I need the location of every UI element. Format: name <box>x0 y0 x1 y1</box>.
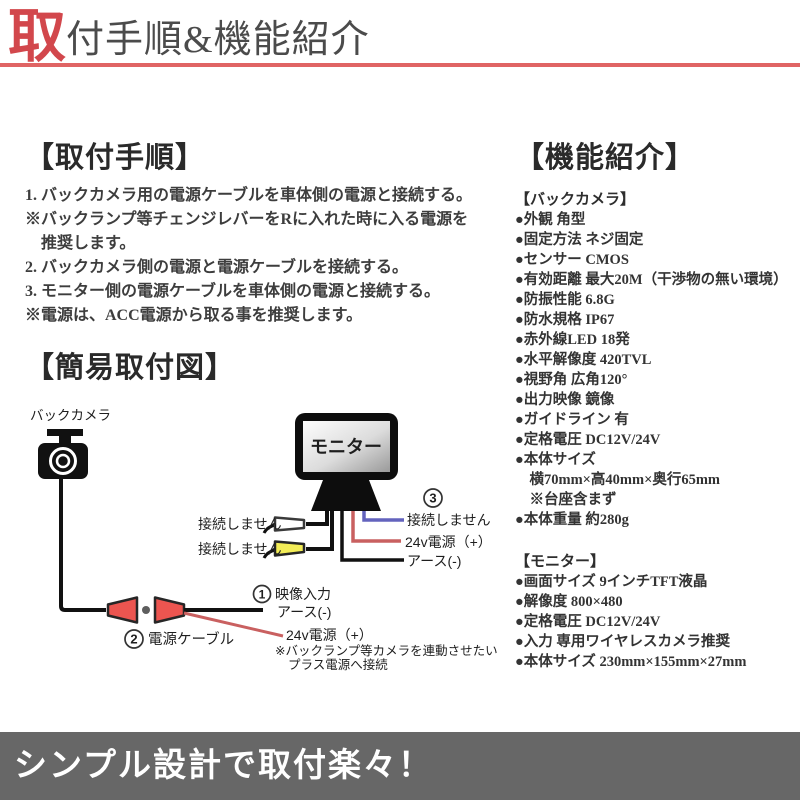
list-item: ●解像度 800×480 <box>515 594 623 610</box>
list-item: ●画面サイズ 9インチTFT液晶 <box>515 574 708 590</box>
list-item: ●防水規格 IP67 <box>515 312 615 328</box>
list-item: ●入力 専用ワイヤレスカメラ推奨 <box>515 634 730 650</box>
rca-joint-dot <box>142 606 150 614</box>
bottom-note-line1: ※バックランプ等カメラを連動させたい <box>275 643 498 658</box>
monitor-spec-list: ●画面サイズ 9インチTFT液晶 ●解像度 800×480 ●定格電圧 DC12V/… <box>515 572 800 672</box>
page-title: 付手順&機能紹介 <box>66 19 370 61</box>
svg-text:1: 1 <box>259 588 266 602</box>
yellow-connector-wire <box>306 511 334 551</box>
install-steps-heading: 【取付手順】 <box>25 142 206 174</box>
list-item: ●センサー CMOS <box>515 252 629 268</box>
bottom-power-label: 24v電源（+） <box>286 627 373 643</box>
list-item: ●本体サイズ 230mm×155mm×27mm <box>515 654 747 670</box>
white-connector-tail <box>262 523 276 534</box>
list-item: 3. モニター側の電源ケーブルを車体側の電源と接続する。 <box>25 283 441 300</box>
list-item: 横70mm×高40mm×奥行65mm <box>515 472 720 488</box>
list-item: 2. バックカメラ側の電源と電源ケーブルを接続する。 <box>25 259 409 276</box>
video-input-label: 映像入力 <box>275 586 331 602</box>
page-header: 取 付手順&機能紹介 <box>0 0 800 67</box>
features-heading: 【機能紹介】 <box>515 142 696 174</box>
wire-blue <box>362 511 404 522</box>
rca-connector-left <box>106 596 139 624</box>
rca-connector-right <box>153 596 186 624</box>
power-cable-label: 電源ケーブル <box>148 630 234 648</box>
list-item: ●外観 角型 <box>515 212 586 228</box>
video-ground-label: アース(-) <box>277 604 331 620</box>
install-steps-list: 1. バックカメラ用の電源ケーブルを車体側の電源と接続する。 ※バックランプ等チェ… <box>25 184 495 328</box>
bottom-note-line2: プラス電源へ接続 <box>288 657 388 672</box>
yellow-connector-tail <box>262 548 276 559</box>
connector-white <box>273 516 306 532</box>
footer-banner: シンプル設計で取付楽々！ <box>0 732 800 800</box>
list-item: ●赤外線LED 18発 <box>515 332 630 348</box>
wire-ground <box>340 511 404 562</box>
list-item: ●定格電圧 DC12V/24V <box>515 432 661 448</box>
no-connect-label-1: 接続しません <box>198 516 282 532</box>
back-camera-label: バックカメラ <box>30 408 111 423</box>
circled-number-3: 3 <box>423 488 443 508</box>
no-connect-label-2: 接続しません <box>198 541 282 557</box>
circled-number-1: 1 <box>252 584 272 604</box>
connector-yellow <box>273 540 306 557</box>
features-section: 【機能紹介】 【バックカメラ】 ●外観 角型 ●固定方法 ネジ固定 ●センサー CM… <box>515 134 800 672</box>
right-power-label: 24v電源（+） <box>405 534 492 550</box>
list-item: ※台座含まず <box>515 492 617 508</box>
monitor-stand <box>311 480 381 511</box>
list-item: ●視野角 広角120° <box>515 372 628 388</box>
back-camera-icon <box>38 429 88 479</box>
list-item: ●定格電圧 DC12V/24V <box>515 614 661 630</box>
white-connector-wire <box>306 511 329 526</box>
diagram-heading: 【簡易取付図】 <box>25 352 236 384</box>
footer-slogan: シンプル設計で取付楽々！ <box>14 748 434 784</box>
camera-spec-list: ●外観 角型 ●固定方法 ネジ固定 ●センサー CMOS ●有効距離 最大20M（干渉… <box>515 210 800 530</box>
install-steps-section: 【取付手順】 1. バックカメラ用の電源ケーブルを車体側の電源と接続する。 ※バッ… <box>25 134 495 328</box>
svg-text:2: 2 <box>130 632 137 647</box>
list-item: 1. バックカメラ用の電源ケーブルを車体側の電源と接続する。 <box>25 187 473 204</box>
list-item: ●本体サイズ <box>515 452 596 468</box>
camera-wire <box>59 479 106 612</box>
list-item: ●固定方法 ネジ固定 <box>515 232 644 248</box>
list-item: ●ガイドライン 有 <box>515 412 629 428</box>
header-accent-char: 取 <box>8 3 67 69</box>
monitor-label: モニター <box>310 437 382 457</box>
wire-red <box>351 511 401 543</box>
monitor-icon: モニター <box>295 413 398 511</box>
list-item: 推奨します。 <box>25 235 136 252</box>
wiring-diagram: バックカメラ 1 映像入力 アース(-) 24v電源（+） ※バックランプ等カメ… <box>30 408 498 672</box>
list-item: ●本体重量 約280g <box>515 512 629 528</box>
list-item: ●有効距離 最大20M（干渉物の無い環境） <box>515 272 788 288</box>
monitor-spec-title: 【モニター】 <box>515 554 606 570</box>
right-no-connect-label: 接続しません <box>407 512 491 528</box>
list-item: ※電源は、ACC電源から取る事を推奨します。 <box>25 307 363 324</box>
power-wire-diagonal <box>183 611 284 638</box>
list-item: ●水平解像度 420TVL <box>515 352 652 368</box>
list-item: ●防振性能 6.8G <box>515 292 615 308</box>
right-ground-label: アース(-) <box>407 553 461 569</box>
svg-text:3: 3 <box>429 491 436 506</box>
list-item: ●出力映像 鏡像 <box>515 392 615 408</box>
list-item: ※バックランプ等チェンジレバーをRに入れた時に入る電源を <box>25 211 469 228</box>
camera-spec-title: 【バックカメラ】 <box>515 192 636 208</box>
circled-number-2: 2 <box>124 629 144 649</box>
